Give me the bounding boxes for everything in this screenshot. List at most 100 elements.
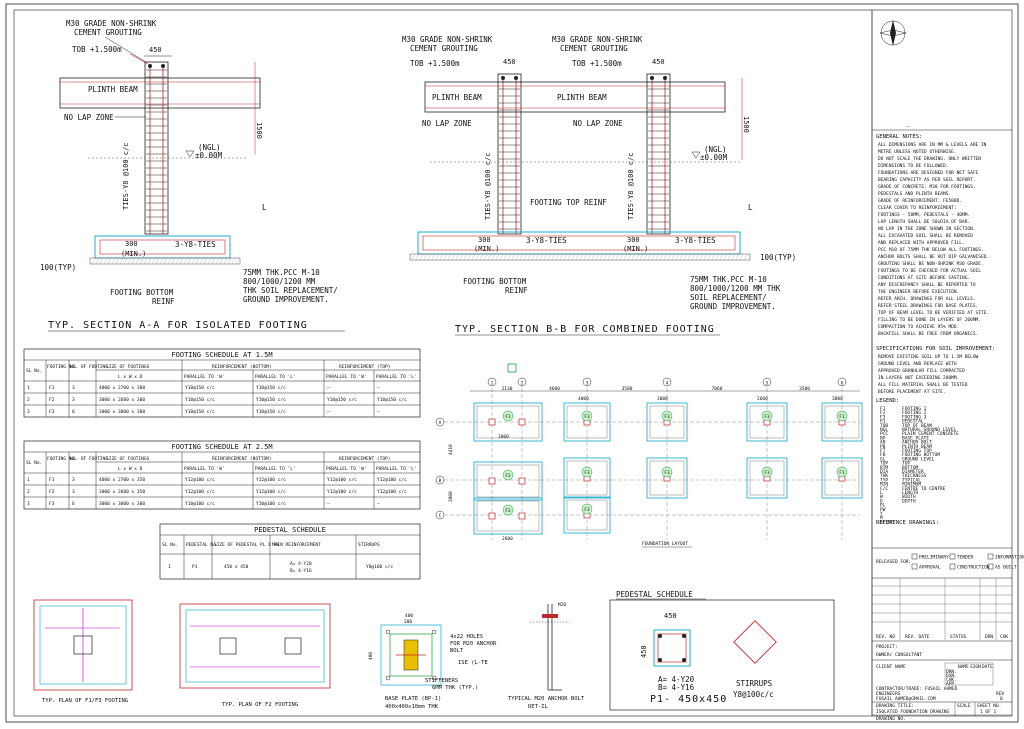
pcc-hatch: [467, 253, 472, 261]
pcc-hatch: [563, 253, 568, 261]
pcc-hatch: [459, 253, 464, 261]
release-checkbox[interactable]: [949, 563, 956, 570]
sch25-cell: Y12@100 c/c: [256, 477, 286, 483]
rev-header: REV. DATE: [905, 634, 930, 640]
layout-footing: [473, 402, 543, 442]
layout-footing-inner: [476, 500, 540, 532]
contractor3: FUSAIL AHMED@GMAIL.COM: [876, 696, 936, 702]
layout-marker: [507, 363, 517, 373]
legend-desc: ANCHOR BOLT: [902, 440, 932, 446]
grid-col-label: 4: [666, 381, 669, 387]
sch15-cell: 6: [72, 409, 75, 415]
dwg-no-label: DRAWING NO.: [876, 716, 906, 722]
pcc-hatch: [235, 257, 240, 265]
layout-pedestal: [518, 418, 526, 426]
release-checkbox[interactable]: [987, 553, 994, 560]
bottom-details: TYP. PLAN OF F1/F3 FOOTING TYP. PLAN OF …: [33, 590, 835, 711]
bb-ties-a: TIES-Y8 @100 c/c: [484, 153, 492, 220]
pcc-hatch: [195, 257, 200, 265]
spec-line: APPROVED GRANULAR FILL COMPACTED: [878, 368, 965, 374]
pcc-hatch: [199, 257, 204, 265]
sch15-cell: Y10@150 c/c: [256, 397, 286, 403]
legend-desc: TOP OF BEAM: [902, 423, 932, 429]
footing-tag-bubble: [661, 410, 673, 422]
sch15-h-size: SIZE OF FOOTINGS: [106, 364, 150, 370]
sch25-cell: 1: [27, 477, 30, 483]
pcc-hatch: [727, 253, 732, 261]
footing-tag-bubble: [761, 410, 773, 422]
ped-sched-cell: 450 x 450: [224, 564, 249, 570]
bb-w450-a: 450: [503, 58, 516, 66]
pcc-hatch: [207, 257, 212, 265]
legend-desc: TYPICAL: [902, 477, 921, 483]
footing-tag: F2: [505, 473, 511, 479]
note-line: DIMENSIONS TO BE FOLLOWED.: [878, 163, 948, 169]
note-line: REFER ARCH. DRAWINGS FOR ALL LEVELS.: [878, 296, 976, 302]
pcc-hatch: [95, 257, 100, 265]
bb-300-a: 300: [478, 236, 491, 244]
sch15-cell: Y10@150 c/c: [185, 397, 215, 403]
footing-tag: F2: [505, 508, 511, 514]
legend-abbr: DIA: [880, 469, 888, 475]
pcc-hatch: [615, 253, 620, 261]
bb-ties-b: TIES-Y8 @100 c/c: [627, 153, 635, 220]
owner-label: OWNER/ CONSULTANT: [876, 652, 922, 658]
pcc-hatch: [675, 253, 680, 261]
name-col: DATE: [982, 664, 993, 670]
pcc-hatch: [599, 253, 604, 261]
pcc-hatch: [479, 253, 484, 261]
aa-plinth-label: PLINTH BEAM: [88, 85, 138, 94]
legend-desc: NATURAL GROUND LEVEL: [902, 427, 956, 433]
pcc-hatch: [119, 257, 124, 265]
bb-soil1: 800/1000/1200 MM THK: [690, 284, 781, 293]
base-plate: [380, 624, 442, 686]
pcc-hatch: [111, 257, 116, 265]
released-label: RELEASED FOR:: [876, 559, 911, 565]
rev-value: 0: [1000, 696, 1003, 702]
grid-row-label: C: [439, 513, 442, 519]
pcc-hatch: [127, 257, 132, 265]
bb-pcc: 75MM THK.PCC M-10: [690, 275, 767, 284]
aa-level-label: ±0.00M: [195, 151, 223, 160]
release-checkbox[interactable]: [949, 553, 956, 560]
layout-dim-top: 2130: [502, 386, 513, 392]
pcc-hatch: [179, 257, 184, 265]
ref-title: REFERENCE DRAWINGS:: [876, 520, 939, 526]
pcc-hatch: [715, 253, 720, 261]
pcc-hatch: [695, 253, 700, 261]
footing-tag: F3: [584, 414, 590, 420]
note-line: GROUTING SHALL BE NON-SHRINK M30 GRADE.: [878, 261, 984, 267]
release-checkbox[interactable]: [911, 553, 918, 560]
ped-sched-frame: [159, 523, 421, 580]
bp-dim-side: 400: [368, 652, 374, 660]
release-checkbox[interactable]: [911, 563, 918, 570]
release-checkbox[interactable]: [987, 563, 994, 570]
bb-1500-dim: 1500: [742, 116, 750, 133]
plan2-outline: [179, 603, 331, 689]
sch15-sub-lwd: L x W x D: [118, 374, 143, 380]
footing-tag-bubble: [836, 410, 848, 422]
aa-tob-label: TOB +1.500m: [72, 45, 122, 54]
pcc-hatch: [155, 257, 160, 265]
note-line: GRADE OF CONCRETE: M30 FOR FOOTINGS,: [878, 184, 976, 190]
legend-abbr: P1: [880, 419, 886, 425]
aa-300-dim: 300: [125, 240, 138, 248]
pcc-hatch: [651, 253, 656, 261]
plan1-caption: TYP. PLAN OF F1/F3 FOOTING: [42, 698, 128, 704]
pcc-hatch: [623, 253, 628, 261]
footing-dim: 3000: [832, 396, 843, 402]
notes-header-mark: —: [906, 124, 910, 130]
pcc-hatch: [619, 253, 624, 261]
pcc-hatch: [719, 253, 724, 261]
pcc-hatch: [631, 253, 636, 261]
ped-sched-cell: 1: [168, 564, 171, 570]
legend-desc: WIDTH: [902, 494, 916, 500]
legend-abbr: W: [880, 494, 883, 500]
bb-y8tie-b: 3-Y8-TIES: [675, 236, 716, 245]
layout-dim-top: 3500: [799, 386, 810, 392]
grid-bubble: [435, 417, 445, 427]
bp-title2: 400x400x10mm THK: [385, 704, 439, 710]
sch25-cell: F1: [49, 477, 55, 483]
pcc-hatch: [211, 257, 216, 265]
pcc-hatch: [171, 257, 176, 265]
